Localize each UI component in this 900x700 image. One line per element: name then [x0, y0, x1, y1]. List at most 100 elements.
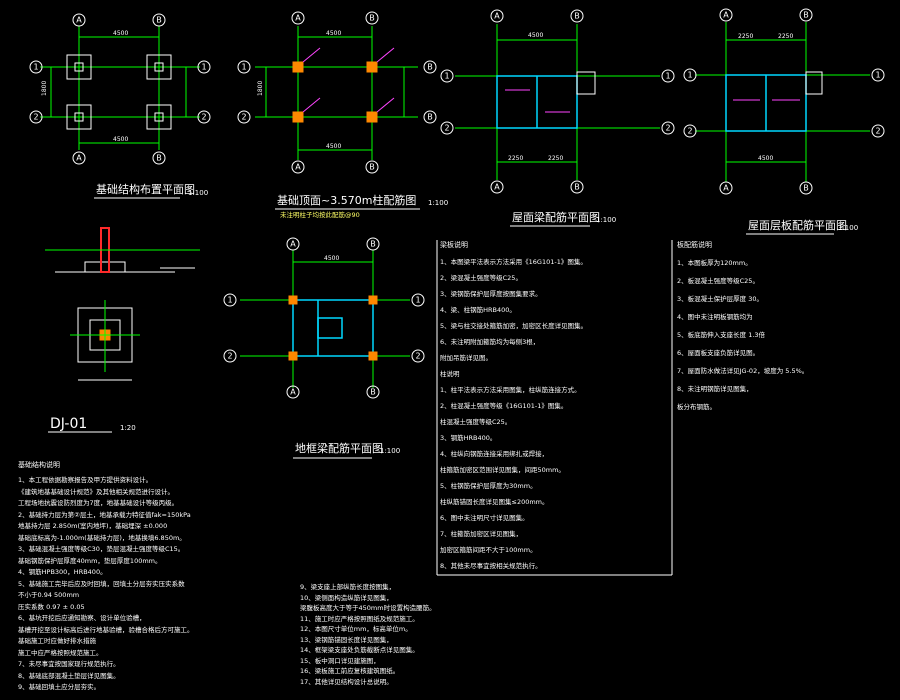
axis-2-label: 2 — [241, 113, 246, 122]
note-line: 2、梁混凝土强度等级C25。 — [440, 274, 522, 282]
note-line: 17、其他详见结构设计总说明。 — [300, 677, 393, 686]
dim-bottom: 4500 — [758, 155, 773, 162]
note-line: 施工中应严格按照规范施工。 — [18, 648, 103, 657]
drawing-scale: 1:100 — [596, 216, 616, 224]
note-line: 不小于0.94 500mm — [18, 591, 80, 599]
note-line: 15、板中洞口详见建施图， — [300, 656, 380, 665]
note-line: 1、柱平法表示方法采用图集，柱纵筋连接方式。 — [440, 386, 581, 394]
notes-right: 板配筋说明 1、本图板厚为120mm。2、板混凝土强度等级C25。3、板混凝土保… — [677, 240, 892, 416]
axis-b-label: B — [370, 240, 376, 249]
note-line: 9、梁支座上部纵筋长度按图集， — [300, 583, 396, 591]
footing-detail: DJ-01 1:20 — [45, 227, 200, 433]
axis-a-label: A — [723, 11, 729, 20]
note-line: 基础底标高为-1.000m(基础持力层)，地基换填6.850m。 — [18, 533, 186, 542]
axis-2-label: 2 — [415, 352, 420, 361]
axis-a-label: A — [76, 154, 82, 163]
axis-1-label: 1 — [444, 72, 449, 81]
axis-b-label: B — [574, 183, 580, 192]
axis-1-label: 1 — [875, 71, 880, 80]
axis-a-label: A — [494, 12, 500, 21]
note-line: 3、板混凝土保护层厚度 30。 — [677, 295, 763, 303]
axis-2-label: 2 — [665, 124, 670, 133]
note-line: 10、梁侧面构造纵筋详见图集， — [300, 593, 393, 602]
axis-b-label: B — [156, 16, 162, 25]
notes-right-heading: 板配筋说明 — [677, 241, 712, 249]
note-line: 5、板底筋伸入支座长度 1.3倍 — [677, 331, 766, 339]
drawing-scale: 1:100 — [380, 447, 400, 455]
note-line: 基础钢筋保护层厚度40mm，垫层厚度100mm。 — [18, 556, 162, 565]
axis-1-label: 1 — [33, 63, 38, 72]
note-line: 附加吊筋详见图。 — [440, 354, 492, 362]
note-line: 3、梁钢筋保护层厚度按图集要求。 — [440, 290, 542, 298]
axis-a-label: A — [290, 388, 296, 397]
axis-a-label: A — [295, 163, 301, 172]
axis-2-label: 2 — [201, 113, 206, 122]
note-line: 基础施工时应做好排水措施 — [18, 637, 96, 645]
note-line: 5、基础施工完毕后应及时回填，回填土分层夯实压实系数 — [18, 579, 185, 588]
note-line: 11、施工时应严格按照图纸及规范施工。 — [300, 614, 419, 623]
dim-top: 4500 — [113, 30, 128, 37]
note-line: 6、基坑开挖后应通知勘察、设计单位验槽， — [18, 614, 146, 622]
axis-1-label: 1 — [415, 296, 420, 305]
axis-1-label: 1 — [687, 71, 692, 80]
axis-b-label: B — [156, 154, 162, 163]
note-line: 加密区箍筋间距不大于100mm。 — [440, 546, 537, 554]
dim-bottom-left: 2250 — [508, 155, 523, 162]
dim-top: 4500 — [324, 255, 339, 262]
column-note: 未注明柱子均按此配筋@90 — [280, 210, 360, 219]
axis-1-label: 1 — [665, 72, 670, 81]
note-line: 压实系数 0.97 ± 0.05 — [18, 602, 85, 611]
note-line: 12、本图尺寸单位mm，标高单位m。 — [300, 625, 412, 633]
note-line: 8、基础底部混凝土垫层详见图集。 — [18, 671, 120, 680]
drawing-scale: 1:20 — [120, 424, 136, 432]
axis-2-label: 2 — [875, 127, 880, 136]
note-line: 4、钢筋HPB300，HRB400。 — [18, 568, 107, 576]
note-line: 7、屋面防水做法详见JG-02，坡度为 5.5%。 — [677, 367, 809, 375]
axis-b-label: B — [370, 388, 376, 397]
note-line: 1、本图板厚为120mm。 — [677, 259, 752, 267]
axis-a-label: A — [76, 16, 82, 25]
note-line: 基槽开挖至设计标高后进行地基验槽，验槽合格后方可施工。 — [18, 625, 194, 634]
note-line: 16、梁板施工前应复核建筑图纸。 — [300, 667, 400, 675]
notes-bottom: 9、梁支座上部纵筋长度按图集，10、梁侧面构造纵筋详见图集， 梁腹板高度大于等于… — [300, 582, 680, 687]
roof-beam-plan: A B A B 1 2 1 2 4500 2250 2250 屋面梁配筋平面图 … — [440, 9, 675, 227]
note-line: 14、框架梁支座处负筋截断点详见图集。 — [300, 646, 419, 654]
footing-label: DJ-01 — [50, 416, 87, 432]
note-line: 6、图中未注明尺寸详见图集。 — [440, 514, 529, 522]
column-plan: A B A B 1 2 B B 4500 4500 1800 基础顶面~3.57… — [237, 11, 448, 219]
note-line: 7、柱箍筋加密区详见图集， — [440, 530, 523, 538]
note-line: 工程场地抗震设防烈度为7度，地基基础设计等级丙级。 — [18, 499, 179, 507]
axis-b-label: B — [574, 12, 580, 21]
axis-2-label: 2 — [444, 124, 449, 133]
axis-b-label: B — [369, 163, 375, 172]
notes-frame — [436, 240, 673, 576]
note-line: 柱混凝土强度等级C25。 — [440, 418, 512, 426]
note-line: 4、梁、柱钢筋HRB400。 — [440, 306, 516, 314]
note-line: 13、梁钢筋锚固长度详见图集， — [300, 635, 393, 644]
notes-middle-heading: 梁板说明 — [440, 241, 468, 249]
drawing-title: 屋面层板配筋平面图 — [748, 218, 847, 232]
dim-bottom: 4500 — [113, 136, 128, 143]
axis-b-label: B — [369, 14, 375, 23]
note-line: 1、本图梁平法表示方法采用《16G101-1》图集。 — [440, 258, 587, 266]
drawing-title: 地框梁配筋平面图 — [295, 441, 383, 455]
note-line: 4、柱纵向钢筋连接采用绑扎或焊接， — [440, 450, 549, 458]
note-line: 地基持力层 2.850m(室内地坪)，基础埋深 ±0.000 — [18, 522, 168, 530]
dim-top-right: 2250 — [778, 33, 793, 40]
axis-b-label: B — [427, 63, 433, 72]
drawing-scale: 1:100 — [188, 189, 208, 197]
axis-b-label: B — [803, 11, 809, 20]
dim-bottom: 4500 — [326, 143, 341, 150]
note-line: 《建筑地基基础设计规范》及其他相关规范进行设计。 — [18, 487, 174, 496]
dim-side: 1800 — [41, 81, 48, 96]
axis-a-label: A — [723, 184, 729, 193]
note-line: 3、基础混凝土强度等级C30，垫层混凝土强度等级C15。 — [18, 545, 185, 553]
drawing-title: 基础结构布置平面图 — [96, 182, 195, 196]
beam-outline — [292, 299, 374, 357]
dim-top-left: 2250 — [738, 33, 753, 40]
note-line: 3、钢筋HRB400。 — [440, 434, 497, 442]
axis-a-label: A — [295, 14, 301, 23]
ground-beam-plan: A B A B 1 2 1 2 4500 地框梁配筋平面图 1:100 — [223, 237, 425, 459]
axis-1-label: 1 — [241, 63, 246, 72]
